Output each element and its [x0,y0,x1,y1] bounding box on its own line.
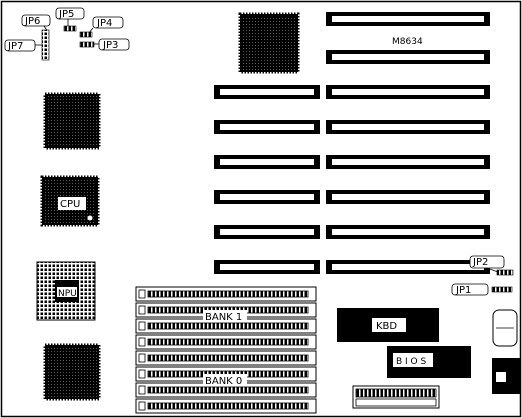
memory-banks [135,286,317,414]
simm-latch-6 [138,369,146,379]
isa-slot-short-4-opening [220,194,314,200]
simm-contacts-1 [147,290,309,298]
isa-slot-long-6-opening [332,194,484,200]
jp3-jumper: JP3 [79,38,130,51]
keyboard-connector [492,358,520,394]
bank1-label: BANK 1 [205,312,242,323]
board-label: M8634 [392,37,423,47]
jp7-jumper: JP7 [4,29,50,61]
bank0-label: BANK 0 [205,376,242,387]
simm-latch-7 [138,385,146,395]
isa-slot-long-5-opening [332,159,484,165]
simm-contacts-7 [147,386,309,394]
jp3-label: JP3 [102,40,118,51]
cpu-chip: CPU [40,175,100,227]
chipset-chip-top [238,12,300,74]
jp4-jumper: JP4 [79,16,124,38]
simm-contacts-4 [147,338,309,346]
simm-contacts-3 [147,322,309,330]
simm-latch-3 [138,321,146,331]
kbd-label: KBD [376,321,397,332]
npu-socket: NPU [36,261,96,321]
isa-slot-short-1-opening [220,89,314,95]
jp6-jumper: JP6 [21,14,51,33]
bank1-label-box: BANK 1 [203,310,247,323]
isa-slot-short-3-opening [220,159,314,165]
cpu-label: CPU [60,199,80,210]
battery-outline [492,309,518,347]
npu-label: NPU [58,289,77,299]
simm-latch-8 [138,401,146,411]
simm-latch-5 [138,353,146,363]
jp7-label: JP7 [7,41,23,52]
isa-slot-long-7-opening [332,229,484,235]
simm-latch-2 [138,305,146,315]
simm-latch-4 [138,337,146,347]
jp2-jumper: JP2 [469,255,514,276]
jp1-label: JP1 [455,285,471,296]
jp2-label: JP2 [472,257,488,268]
bank0-label-box: BANK 0 [203,374,247,387]
isa-slot-long-1-opening [332,16,484,22]
jp4-label: JP4 [96,18,112,29]
isa-slot-short-5-opening [220,229,314,235]
isa-slot-short-2-opening [220,124,314,130]
simm-contacts-5 [147,354,309,362]
isa-slot-long-3-opening [332,89,484,95]
kbd-chip: KBD [337,308,439,342]
bios-chip: B I O S [387,346,471,378]
isa-slot-long-8-opening [332,264,484,270]
jp6-label: JP6 [24,16,40,27]
bios-label: B I O S [396,357,426,367]
jp5-label: JP5 [58,9,74,20]
expansion-slots [214,12,490,274]
isa-slot-long-4-opening [332,124,484,130]
chipset-chip-left [43,92,101,150]
jp5-jumper: JP5 [55,7,85,32]
simm-latch-1 [138,289,146,299]
chipset-chip-bottom [43,343,101,401]
bottom-connector [352,385,440,409]
isa-slot-short-6-opening [220,264,314,270]
jp1-jumper: JP1 [451,283,513,296]
isa-slot-long-2-opening [332,54,484,60]
simm-contacts-8 [147,402,309,410]
